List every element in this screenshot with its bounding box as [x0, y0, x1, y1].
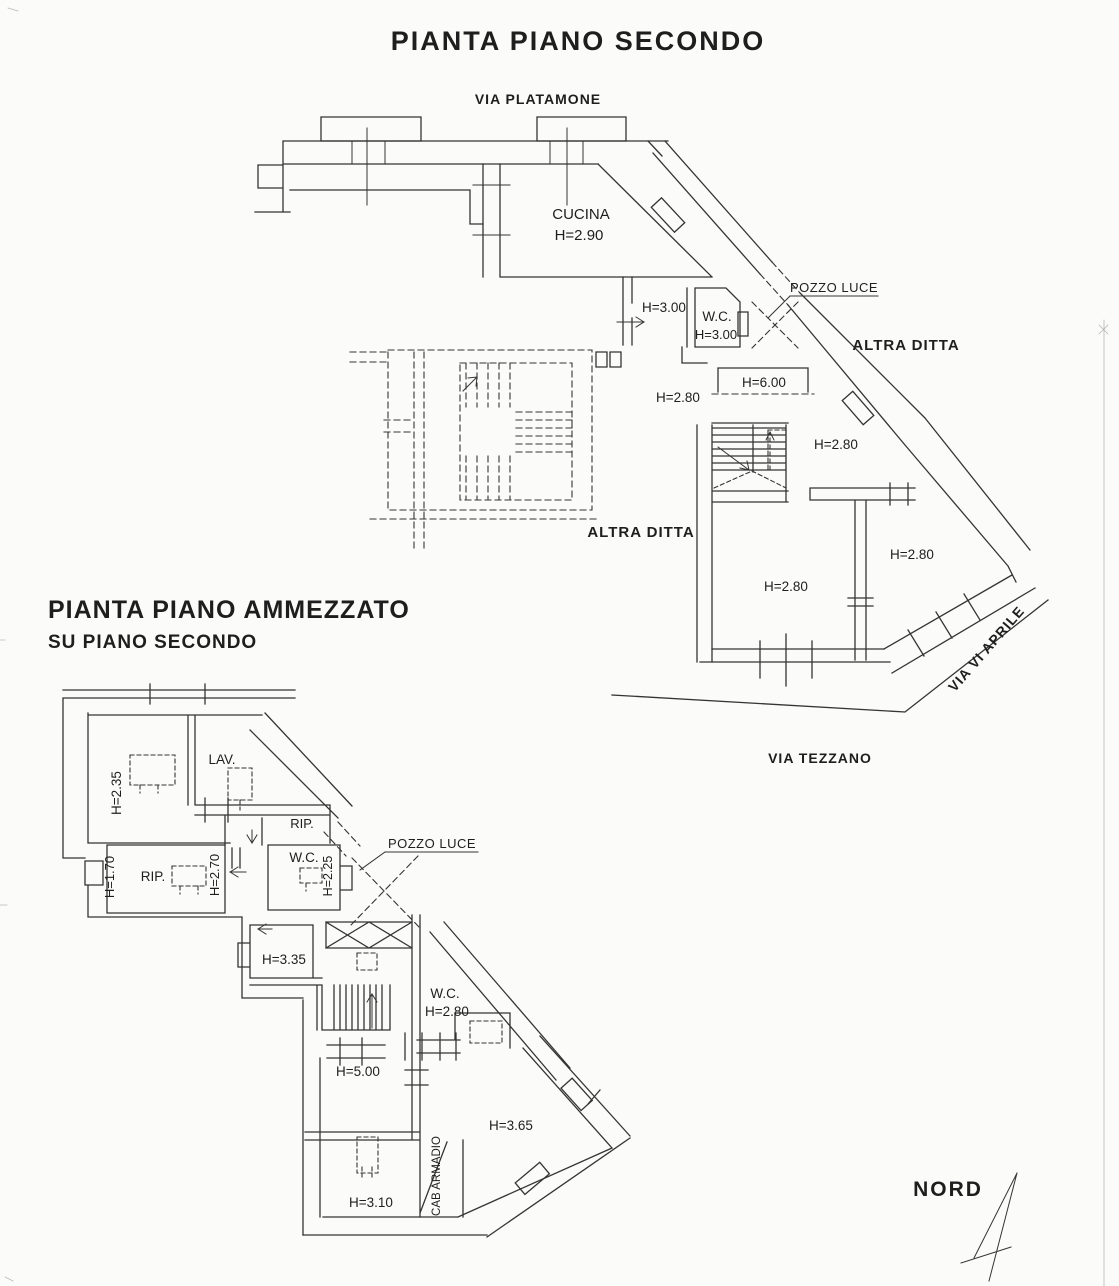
street-label-tezzano: VIA TEZZANO: [768, 750, 872, 766]
upper-rooms: [87, 712, 353, 846]
outline-walls: [62, 683, 321, 1236]
height-label-h280-center: H=2.80: [764, 579, 808, 594]
lower-rooms: [237, 914, 571, 1218]
fixtures: [129, 754, 503, 1178]
stair-arrow-icon: [257, 923, 378, 1029]
height-label-h270: H=2.70: [207, 854, 222, 896]
window: [560, 1077, 594, 1112]
dashed-stairwell: [349, 349, 622, 549]
room-label-rip-upper: RIP.: [290, 816, 314, 831]
compass: NORD: [913, 1172, 1018, 1282]
stair-arrow-icon: [462, 376, 478, 392]
height-label-h225: H=2.25: [321, 856, 335, 897]
pozzo-luce-label-mezz: POZZO LUCE: [388, 836, 476, 851]
height-label-h235: H=2.35: [109, 771, 124, 815]
wall-lines: [62, 683, 321, 1236]
wall-lines: [87, 712, 353, 846]
altra-ditta-right-label: ALTRA DITTA: [852, 337, 959, 354]
stair-arrow-icon: [717, 431, 775, 471]
door-arrow-icon: [616, 316, 645, 328]
height-label-h280-hall: H=2.80: [656, 390, 700, 405]
plan-title-line1: PIANTA PIANO AMMEZZATO: [48, 596, 410, 624]
height-label-h335: H=3.35: [262, 952, 306, 967]
plan-title: PIANTA PIANO SECONDO: [391, 26, 766, 56]
height-label-h310: H=3.10: [349, 1195, 393, 1210]
height-label-h170: H=1.70: [102, 856, 117, 898]
window-symbol: [595, 351, 622, 368]
fixture-dashed: [129, 754, 503, 1178]
wc-corridor: [616, 276, 815, 395]
bottom-facade: [302, 1035, 631, 1238]
room-label-cab-armadio: CAB ARMADIO: [431, 1136, 443, 1216]
height-label-h600: H=6.00: [742, 375, 786, 390]
north-label: NORD: [913, 1178, 983, 1201]
via-platamone-facade: [254, 116, 669, 236]
wall-lines: [106, 844, 353, 914]
stair-dashed: [713, 429, 787, 489]
stair-lines: [696, 422, 789, 663]
room-label-lav: LAV.: [208, 752, 235, 767]
wall-lines: [611, 574, 1049, 713]
edge-marks: [0, 7, 1109, 1282]
pozzo-luce-dashed: [751, 261, 801, 349]
door-arrow-icon: [229, 829, 258, 878]
street-label-platamone: VIA PLATAMONE: [475, 91, 601, 107]
window-ticks: [351, 127, 584, 236]
room-height-wc: H=3.00: [695, 327, 737, 342]
altra-ditta-center-label: ALTRA DITTA: [587, 524, 694, 541]
wall-lines: [647, 140, 1031, 583]
right-rooms: [699, 482, 916, 687]
pozzo-luce-area: [323, 821, 479, 929]
height-label-h280-stair: H=2.80: [814, 437, 858, 452]
pozzo-luce-label: POZZO LUCE: [790, 280, 878, 295]
room-label-rip: RIP.: [141, 869, 166, 884]
north-arrow-icon: [960, 1172, 1018, 1282]
upper-floor-plan: PIANTA PIANO SECONDO VIA PLATAMONE CUCIN…: [254, 26, 1049, 766]
pozzo-leader: [359, 851, 479, 871]
wall-lines: [622, 276, 809, 393]
wall-lines: [254, 140, 669, 225]
height-label-h300: H=3.00: [642, 300, 686, 315]
pozzo-luce-leader: [767, 295, 879, 319]
balconies: [320, 116, 627, 142]
height-label-h500: H=5.00: [336, 1064, 380, 1079]
height-label-h280-right: H=2.80: [890, 547, 934, 562]
stairs: [696, 422, 789, 663]
window: [650, 196, 686, 234]
wall-lines: [237, 914, 571, 1218]
scan-artifacts: [0, 7, 1109, 1286]
wall-lines: [699, 482, 916, 687]
cucina-room: [482, 163, 713, 278]
plan-title-line2: SU PIANO SECONDO: [48, 632, 257, 653]
room-label-cucina: CUCINA: [552, 206, 610, 223]
window: [514, 1161, 551, 1196]
room-height-wc2: H=2.80: [425, 1004, 469, 1019]
via-tezzano-facade: [611, 574, 1049, 713]
room-label-wc-mezz: W.C.: [289, 850, 318, 865]
diagonal-facade: [647, 140, 1031, 583]
middle-row-rooms: [106, 829, 353, 914]
pozzo-dashed: [323, 821, 421, 929]
wall-lines: [302, 1035, 631, 1238]
room-height-cucina: H=2.90: [555, 227, 604, 244]
room-label-wc2: W.C.: [430, 986, 459, 1001]
window: [841, 390, 875, 426]
height-label-h365: H=3.65: [489, 1118, 533, 1133]
mezzanine-floor-plan: PIANTA PIANO AMMEZZATO SU PIANO SECONDO …: [48, 596, 631, 1238]
stairwell-dashed-lines: [349, 349, 599, 549]
wall-lines: [482, 163, 713, 278]
room-label-wc: W.C.: [702, 309, 731, 324]
